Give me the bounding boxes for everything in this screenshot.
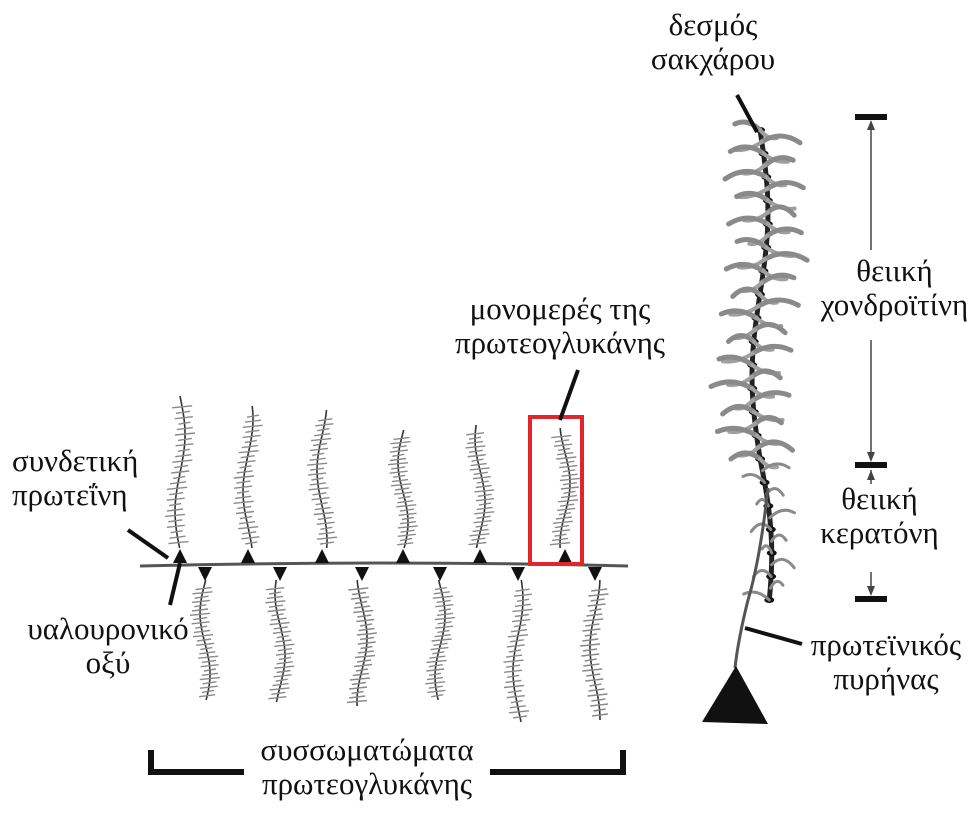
proteoglycan-aggregates-label-line1: συσσωματώματα	[237, 733, 497, 767]
link-protein-anchor	[173, 549, 187, 563]
glycan-chain	[770, 510, 795, 518]
link-protein-anchor	[473, 549, 487, 563]
link-protein-label-line1: συνδετική	[12, 444, 162, 478]
link-protein-anchor	[273, 567, 287, 581]
sugar-bond-label-line2: σακχάρου	[648, 42, 778, 76]
chondroitin-sulfate-label: θειική χονδροϊτίνη	[810, 254, 979, 322]
protein-core-stem	[735, 488, 768, 668]
proteoglycan-monomer-label-line1: μονομερές της	[440, 292, 680, 326]
aggregate-monomer	[165, 396, 195, 548]
link-protein-label-line2: πρωτεΐνη	[12, 478, 162, 512]
protein-core-triangle	[702, 666, 768, 724]
link-protein-anchor	[241, 549, 255, 563]
aggregate-monomer	[388, 430, 418, 548]
protein-core-leader	[745, 628, 802, 644]
proteoglycan-monomer-detail	[711, 122, 807, 603]
keratan-sulfate-label-line2: κερατόνη	[812, 516, 947, 550]
aggregate-monomer	[580, 580, 608, 720]
glycan-chain	[772, 559, 795, 567]
sugar-bond-leader	[737, 95, 757, 132]
sugar-bond-label: δεσμός σακχάρου	[648, 8, 778, 76]
glycan-chain	[752, 371, 780, 378]
link-protein-label: συνδετική πρωτεΐνη	[12, 444, 162, 512]
hyaluronic-acid-label-line2: οξύ	[8, 646, 208, 680]
chondroitin-sulfate-label-line1: θειική	[810, 254, 979, 288]
protein-core-label-line1: πρωτεϊνικός	[796, 628, 976, 662]
chondroitin-sulfate-label-line2: χονδροϊτίνη	[810, 288, 979, 322]
keratan-sulfate-label-line1: θειική	[812, 482, 947, 516]
aggregate-monomer	[307, 410, 337, 548]
link-protein-leader	[128, 530, 168, 558]
monomer-highlight-box	[530, 417, 582, 564]
link-protein-anchor	[396, 549, 410, 563]
monomer-leader	[560, 370, 578, 420]
link-protein-anchor	[511, 567, 525, 581]
link-protein-anchor	[355, 567, 369, 581]
link-protein-anchor	[433, 567, 447, 581]
hyaluronic-acid-leader	[170, 563, 180, 605]
link-protein-anchor	[558, 549, 572, 563]
link-protein-anchor	[588, 567, 602, 581]
sugar-bond-label-line1: δεσμός	[648, 8, 778, 42]
link-protein-anchor	[198, 567, 212, 581]
aggregate-monomer	[504, 580, 533, 722]
aggregate-monomer	[550, 428, 580, 548]
proteoglycan-aggregates-label-line2: πρωτεογλυκάνης	[237, 767, 497, 801]
aggregate-monomer	[265, 580, 294, 702]
glycan-chain	[762, 136, 800, 143]
aggregate-monomer	[425, 580, 455, 700]
protein-core-label-line2: πυρήνας	[796, 662, 976, 696]
glycan-chain	[771, 535, 786, 541]
proteoglycan-monomer-label: μονομερές της πρωτεογλυκάνης	[440, 292, 680, 360]
glycan-chain	[758, 442, 792, 450]
aggregate-monomer	[347, 580, 377, 706]
proteoglycan-aggregates-label: συσσωματώματα πρωτεογλυκάνης	[237, 733, 497, 801]
proteoglycan-monomer-label-line2: πρωτεογλυκάνης	[440, 326, 680, 360]
aggregate-monomer	[465, 425, 494, 548]
hyaluronic-acid-label-line1: υαλουρονικό	[8, 612, 208, 646]
protein-core-label: πρωτεϊνικός πυρήνας	[796, 628, 976, 696]
aggregate-monomers	[165, 396, 608, 722]
hyaluronic-acid-label: υαλουρονικό οξύ	[8, 612, 208, 680]
keratan-sulfate-label: θειική κερατόνη	[812, 482, 947, 550]
link-protein-anchor	[315, 549, 329, 563]
aggregate-monomer	[234, 406, 263, 548]
